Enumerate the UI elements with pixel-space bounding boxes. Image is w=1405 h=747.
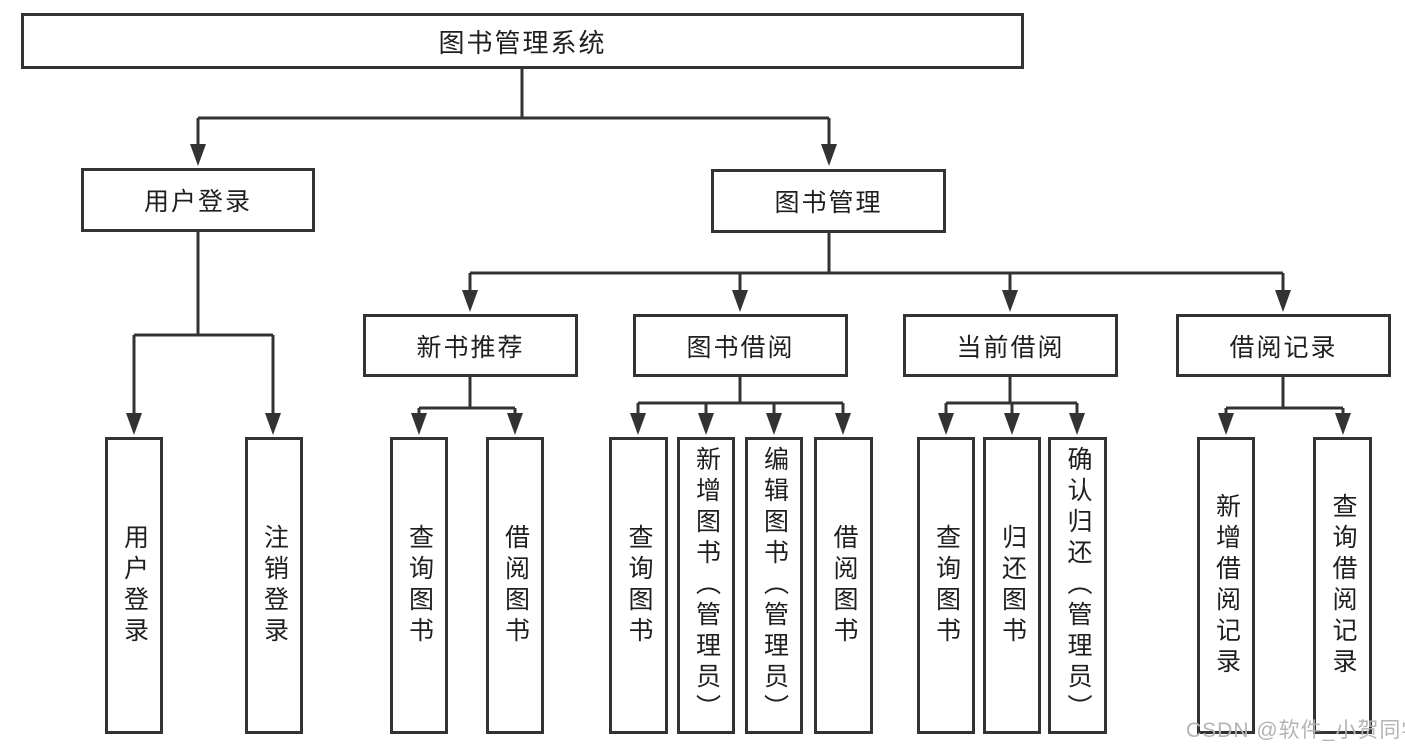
leaf-user-login-label: 用户登录 xyxy=(120,523,149,648)
leaf-query-books-recommend: 查询图书 xyxy=(390,437,448,734)
leaf-edit-book-admin: 编辑图书（管理员） xyxy=(745,437,803,734)
leaf-add-book-admin: 新增图书（管理员） xyxy=(677,437,735,734)
leaf-query-borrow-record-label: 查询借阅记录 xyxy=(1329,492,1357,679)
node-book-mgmt-label: 图书管理 xyxy=(774,189,883,217)
leaf-query-books-borrow-label: 查询图书 xyxy=(625,523,653,648)
node-root-label: 图书管理系统 xyxy=(438,27,607,58)
node-root: 图书管理系统 xyxy=(21,13,1024,69)
node-current-borrow: 当前借阅 xyxy=(903,314,1118,377)
leaf-query-books-recommend-label: 查询图书 xyxy=(405,523,434,648)
leaf-logout-label: 注销登录 xyxy=(260,523,289,648)
node-borrow-records: 借阅记录 xyxy=(1176,314,1391,377)
node-new-book-recommend-label: 新书推荐 xyxy=(416,333,525,362)
leaf-return-book-label: 归还图书 xyxy=(998,523,1027,648)
leaf-confirm-return-admin-label: 确认归还（管理员） xyxy=(1064,446,1092,725)
leaf-return-book: 归还图书 xyxy=(983,437,1041,734)
node-borrow-records-label: 借阅记录 xyxy=(1229,333,1338,362)
arrowheads xyxy=(126,144,1351,435)
node-user-login: 用户登录 xyxy=(81,168,315,232)
leaf-borrow-books-recommend-label: 借阅图书 xyxy=(501,523,530,648)
csdn-watermark: CSDN @软件_小贺同学 xyxy=(1186,719,1405,742)
leaf-borrow-books-label: 借阅图书 xyxy=(830,523,858,648)
leaf-query-books-current: 查询图书 xyxy=(917,437,975,734)
leaf-borrow-books-recommend: 借阅图书 xyxy=(486,437,544,734)
node-book-borrow: 图书借阅 xyxy=(633,314,848,377)
leaf-confirm-return-admin: 确认归还（管理员） xyxy=(1048,437,1107,734)
leaf-borrow-books: 借阅图书 xyxy=(814,437,873,734)
leaf-add-borrow-record: 新增借阅记录 xyxy=(1197,437,1255,734)
leaf-user-login: 用户登录 xyxy=(105,437,163,734)
leaf-edit-book-admin-label: 编辑图书（管理员） xyxy=(760,446,789,725)
leaf-query-borrow-record: 查询借阅记录 xyxy=(1313,437,1372,734)
leaf-query-books-current-label: 查询图书 xyxy=(932,523,961,648)
node-book-mgmt: 图书管理 xyxy=(711,169,946,233)
leaf-logout: 注销登录 xyxy=(245,437,303,734)
leaf-add-borrow-record-label: 新增借阅记录 xyxy=(1212,492,1241,679)
leaf-query-books-borrow: 查询图书 xyxy=(609,437,668,734)
node-new-book-recommend: 新书推荐 xyxy=(363,314,578,377)
leaf-add-book-admin-label: 新增图书（管理员） xyxy=(692,446,721,725)
node-current-borrow-label: 当前借阅 xyxy=(956,333,1065,362)
node-book-borrow-label: 图书借阅 xyxy=(686,333,795,362)
node-user-login-label: 用户登录 xyxy=(143,188,252,216)
